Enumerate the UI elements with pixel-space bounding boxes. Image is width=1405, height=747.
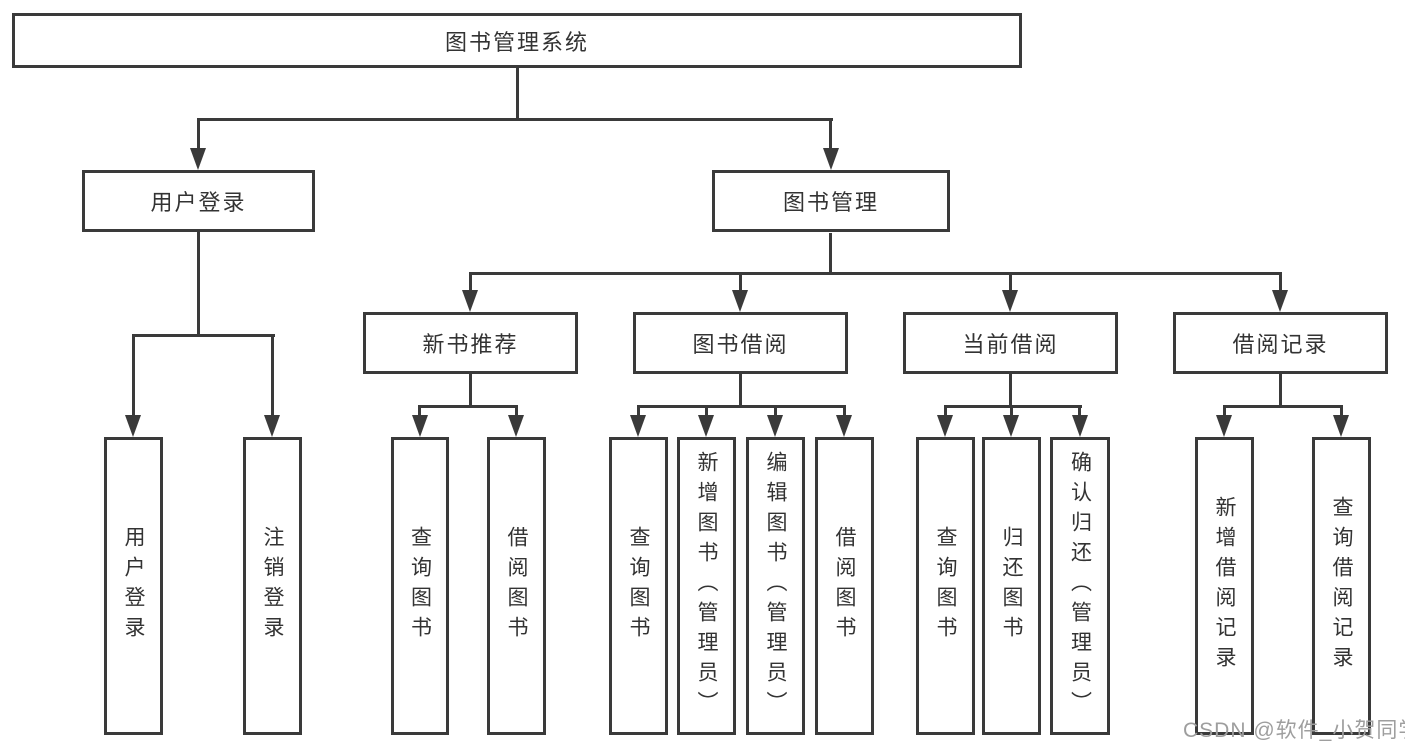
leaf-box-add-borrow-record: 新增借阅记录 <box>1195 437 1254 735</box>
arrowhead-icon <box>1072 415 1088 437</box>
connector-current-bar <box>944 405 1082 408</box>
level1-box-book-management: 图书管理 <box>712 170 950 232</box>
leaf-box-label: 新增借阅记录 <box>1213 496 1236 676</box>
connector-records-stem <box>1279 373 1282 408</box>
connector-drop-leaf <box>515 405 518 417</box>
arrowhead-icon <box>125 415 141 437</box>
level2-box-borrowing-records: 借阅记录 <box>1173 312 1388 374</box>
arrowhead-icon <box>462 290 478 312</box>
arrowhead-icon <box>937 415 953 437</box>
connector-book-management-stem <box>829 233 832 275</box>
arrowhead-icon <box>190 148 206 170</box>
leaf-box-label: 新增图书（管理员） <box>695 451 718 721</box>
level1-box-label: 图书管理 <box>782 190 879 215</box>
arrowhead-icon <box>1333 415 1349 437</box>
leaf-box-label: 查询图书 <box>408 526 432 646</box>
leaf-box-label: 编辑图书（管理员） <box>764 451 787 721</box>
connector-drop-leaf <box>705 405 708 417</box>
arrowhead-icon <box>412 415 428 437</box>
connector-root-stem <box>516 67 519 120</box>
level2-box-current-borrowing: 当前借阅 <box>903 312 1118 374</box>
level2-box-label: 图书借阅 <box>692 332 789 357</box>
arrowhead-icon <box>1002 290 1018 312</box>
leaf-box-label: 借阅图书 <box>833 526 856 646</box>
connector-drop-borrowing-records <box>1279 272 1282 293</box>
leaf-box-borrow-books-recommend: 借阅图书 <box>487 437 546 735</box>
arrowhead-icon <box>1003 415 1019 437</box>
leaf-box-label: 用户登录 <box>122 526 145 646</box>
connector-level2-bar <box>469 272 1282 275</box>
level1-box-user-login: 用户登录 <box>82 170 315 232</box>
leaf-box-label: 确认归还（管理员） <box>1068 451 1092 721</box>
connector-records-bar <box>1223 405 1343 408</box>
connector-drop-leaf <box>418 405 421 417</box>
leaf-box-confirm-return-admin: 确认归还（管理员） <box>1050 437 1110 735</box>
level2-box-label: 新书推荐 <box>422 332 519 357</box>
arrowhead-icon <box>767 415 783 437</box>
leaf-box-label: 查询图书 <box>934 526 957 646</box>
connector-current-stem <box>1009 373 1012 408</box>
connector-drop-user-login <box>197 118 200 151</box>
arrowhead-icon <box>1216 415 1232 437</box>
arrowhead-icon <box>732 290 748 312</box>
connector-drop-book-management <box>829 118 832 151</box>
connector-drop-leaf <box>1010 405 1013 417</box>
leaf-box-query-books-borrowing: 查询图书 <box>609 437 668 735</box>
leaf-box-logout-login: 注销登录 <box>243 437 302 735</box>
level1-box-label: 用户登录 <box>150 190 247 215</box>
connector-drop-leaf-user-login <box>132 334 135 417</box>
arrowhead-icon <box>698 415 714 437</box>
leaf-box-borrow-books-borrowing: 借阅图书 <box>815 437 874 735</box>
leaf-box-return-books: 归还图书 <box>982 437 1041 735</box>
connector-recommendation-bar <box>418 405 518 408</box>
level2-box-book-borrowing: 图书借阅 <box>633 312 848 374</box>
leaf-box-query-borrow-record: 查询借阅记录 <box>1312 437 1371 735</box>
connector-drop-leaf <box>1223 405 1226 417</box>
leaf-box-label: 借阅图书 <box>505 526 528 646</box>
leaf-box-query-books-current: 查询图书 <box>916 437 975 735</box>
leaf-box-label: 注销登录 <box>261 526 284 646</box>
leaf-box-label: 查询图书 <box>627 526 650 646</box>
arrowhead-icon <box>508 415 524 437</box>
connector-drop-leaf <box>1078 405 1081 417</box>
leaf-box-label: 归还图书 <box>1000 526 1023 646</box>
leaf-box-query-books-recommend: 查询图书 <box>391 437 449 735</box>
arrowhead-icon <box>264 415 280 437</box>
level2-box-label: 借阅记录 <box>1232 332 1329 357</box>
root-box-label: 图书管理系统 <box>444 29 589 55</box>
arrowhead-icon <box>823 148 839 170</box>
leaf-box-edit-books-admin: 编辑图书（管理员） <box>746 437 805 735</box>
connector-drop-leaf <box>637 405 640 417</box>
connector-drop-leaf <box>843 405 846 417</box>
arrowhead-icon <box>630 415 646 437</box>
csdn-watermark: CSDN @软件_小贺同学 <box>1183 719 1405 742</box>
connector-level1-bar <box>197 118 833 121</box>
level2-box-label: 当前借阅 <box>962 332 1059 357</box>
connector-recommendation-stem <box>469 373 472 408</box>
leaf-box-label: 查询借阅记录 <box>1330 496 1353 676</box>
root-box-library-management-system: 图书管理系统 <box>12 13 1022 68</box>
connector-borrowing-bar <box>637 405 846 408</box>
arrowhead-icon <box>836 415 852 437</box>
connector-drop-leaf-logout <box>271 334 274 417</box>
arrowhead-icon <box>1272 290 1288 312</box>
leaf-box-user-login: 用户登录 <box>104 437 163 735</box>
level2-box-new-book-recommendation: 新书推荐 <box>363 312 578 374</box>
connector-drop-leaf <box>774 405 777 417</box>
leaf-box-add-books-admin: 新增图书（管理员） <box>677 437 736 735</box>
connector-user-login-bar <box>132 334 275 337</box>
connector-drop-book-borrowing <box>739 272 742 293</box>
connector-user-login-stem <box>197 231 200 337</box>
connector-drop-leaf <box>944 405 947 417</box>
connector-drop-leaf <box>1340 405 1343 417</box>
connector-borrowing-stem <box>739 373 742 408</box>
connector-drop-current-borrowing <box>1009 272 1012 293</box>
connector-drop-new-book-recommendation <box>469 272 472 293</box>
